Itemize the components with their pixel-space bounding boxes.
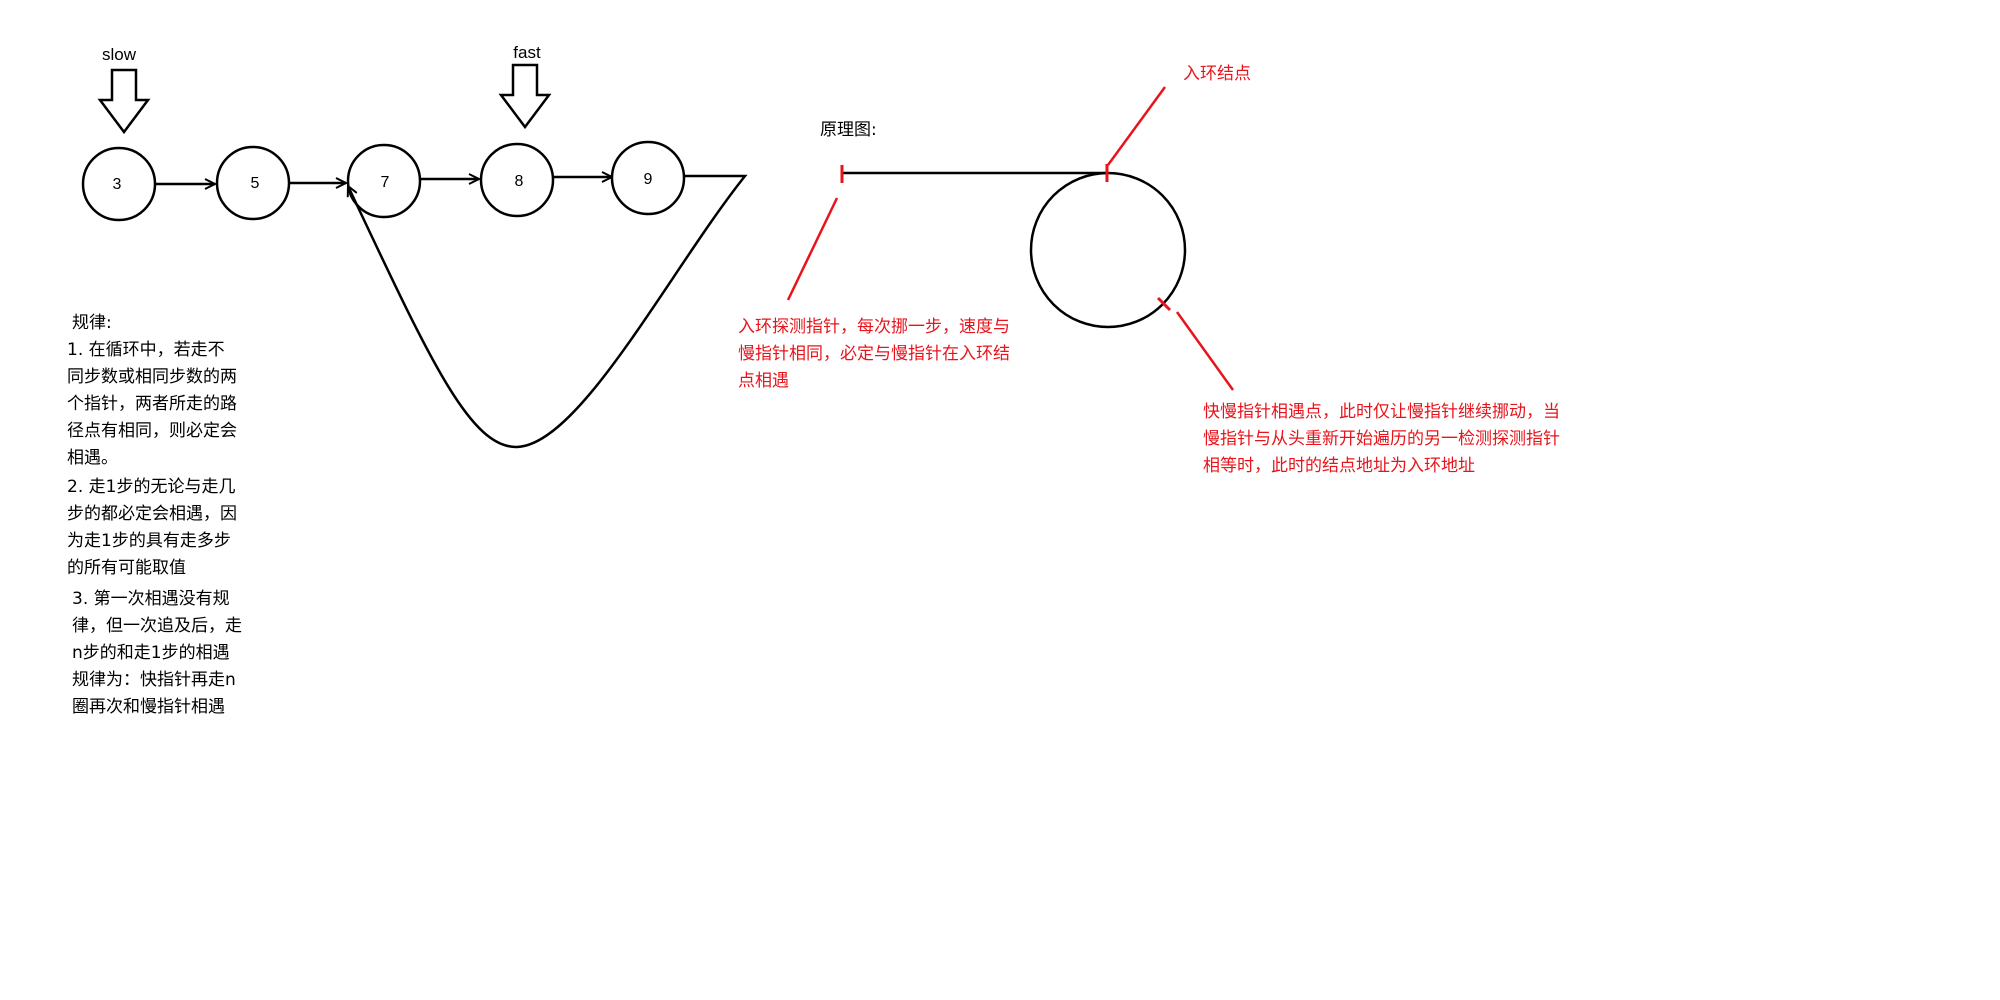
meeting-point-note: 快慢指针相遇点，此时仅让慢指针继续挪动，当 慢指针与从头重新开始遍历的另一检测探… <box>1203 399 1560 480</box>
list-node-value: 3 <box>113 176 122 193</box>
rule-line: 2. 走1步的无论与走几 <box>67 477 236 497</box>
note-line: 相等时，此时的结点地址为入环地址 <box>1203 456 1475 476</box>
fast-pointer-label: fast <box>513 43 541 62</box>
rule-line: 径点有相同，则必定会 <box>67 421 237 441</box>
probe-pointer-note: 入环探测指针，每次挪一步，速度与 慢指针相同，必定与慢指针在入环结 点相遇 <box>738 314 1010 395</box>
entry-node-leader <box>1106 86 1167 166</box>
note-line: 点相遇 <box>738 371 789 391</box>
note-line: 慢指针与从头重新开始遍历的另一检测探测指针 <box>1203 429 1560 449</box>
note-line: 快慢指针相遇点，此时仅让慢指针继续挪动，当 <box>1203 402 1560 422</box>
rule-3: 3. 第一次相遇没有规 律，但一次追及后，走 n步的和走1步的相遇 规律为：快指… <box>72 586 242 721</box>
list-node-value: 9 <box>644 171 653 188</box>
rule-line: 律，但一次追及后，走 <box>72 616 242 636</box>
note-line: 慢指针相同，必定与慢指针在入环结 <box>738 344 1010 364</box>
list-node-circle <box>81 146 157 222</box>
meeting-point-tick <box>1156 296 1172 312</box>
rule-2: 2. 走1步的无论与走几 步的都必定会相遇，因 为走1步的具有走多步 的所有可能… <box>67 474 237 582</box>
rule-line: 为走1步的具有走多步 <box>67 531 231 551</box>
note-line: 入环探测指针，每次挪一步，速度与 <box>738 317 1010 337</box>
rule-line: 同步数或相同步数的两 <box>67 367 237 387</box>
rule-line: 个指针，两者所走的路 <box>67 394 237 414</box>
probe-pointer-leader <box>786 197 839 301</box>
list-node-value: 7 <box>381 174 390 191</box>
rule-1: 1. 在循环中，若走不 同步数或相同步数的两 个指针，两者所走的路 径点有相同，… <box>67 337 237 472</box>
rule-line: 规律为：快指针再走n <box>72 670 236 690</box>
principle-title: 原理图: <box>820 120 877 140</box>
rule-line: 1. 在循环中，若走不 <box>67 340 225 360</box>
fast-pointer-arrow <box>498 63 552 130</box>
rule-line: n步的和走1步的相遇 <box>72 643 230 663</box>
rules-title: 规律: <box>72 313 112 333</box>
meeting-point-leader <box>1175 311 1235 391</box>
rule-line: 步的都必定会相遇，因 <box>67 504 237 524</box>
list-node-circle <box>346 143 422 219</box>
slow-pointer-arrow <box>97 68 151 135</box>
slow-pointer-label: slow <box>102 45 137 64</box>
rule-line: 相遇。 <box>67 448 118 468</box>
rule-line: 圈再次和慢指针相遇 <box>72 697 225 717</box>
rule-line: 3. 第一次相遇没有规 <box>72 589 230 609</box>
rule-line: 的所有可能取值 <box>67 558 186 578</box>
list-node-circle <box>479 142 555 218</box>
cycle-back-edge <box>348 174 748 449</box>
list-node-value: 8 <box>515 173 524 190</box>
list-node-circle <box>215 145 291 221</box>
entry-node-label: 入环结点 <box>1183 64 1251 84</box>
list-node-value: 5 <box>251 175 260 192</box>
